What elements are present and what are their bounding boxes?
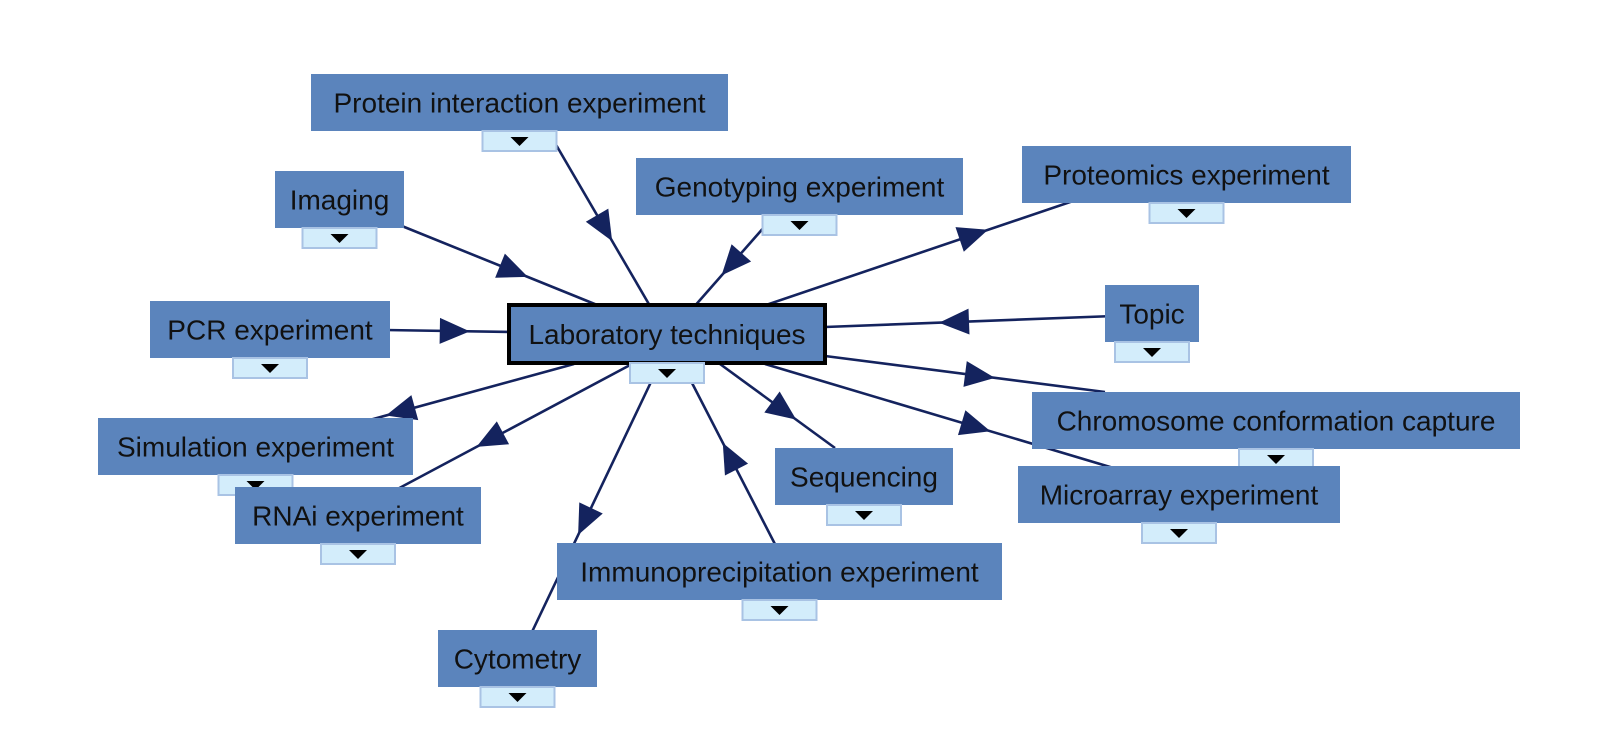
expand-toggle-button[interactable] (481, 130, 558, 152)
expand-toggle-button[interactable] (741, 599, 818, 621)
node-chromosome[interactable]: Chromosome conformation capture (1032, 392, 1520, 470)
edge-lab-to-microarray (764, 362, 1148, 480)
expand-toggle-button[interactable] (629, 362, 705, 384)
arrowhead-icon (722, 442, 749, 476)
expand-toggle-button[interactable] (1114, 341, 1190, 363)
node-label: Genotyping experiment (655, 172, 945, 203)
expand-triangle-icon (246, 481, 265, 490)
node-label: Topic (1119, 299, 1184, 330)
node-box[interactable] (150, 301, 390, 358)
node-lab[interactable]: Laboratory techniques (507, 303, 827, 384)
node-rnai[interactable]: RNAi experiment (235, 487, 481, 565)
node-box[interactable] (1105, 285, 1199, 342)
expand-triangle-icon (855, 511, 873, 520)
expand-toggle-button[interactable] (761, 214, 838, 236)
arrowhead-icon (957, 410, 991, 436)
edge-lab-to-chromosome (824, 354, 1106, 394)
expand-triangle-icon (770, 606, 789, 615)
edge-line (374, 362, 633, 503)
arrowhead-icon (495, 253, 528, 278)
node-protein[interactable]: Protein interaction experiment (311, 74, 728, 152)
edge-topic-to-lab (824, 308, 1115, 335)
node-box[interactable] (98, 418, 413, 475)
node-simulation[interactable]: Simulation experiment (98, 418, 413, 496)
node-imaging[interactable]: Imaging (275, 171, 404, 249)
node-box[interactable] (235, 487, 481, 544)
expand-triangle-icon (1267, 455, 1285, 464)
node-label: Cytometry (454, 644, 582, 675)
node-immuno[interactable]: Immunoprecipitation experiment (557, 543, 1002, 621)
node-pcr[interactable]: PCR experiment (150, 301, 390, 379)
arrowhead-icon (764, 391, 797, 420)
edge-protein-to-lab (546, 130, 652, 307)
expand-triangle-icon (508, 693, 527, 702)
node-cytometry[interactable]: Cytometry (438, 630, 597, 708)
node-label: Proteomics experiment (1043, 160, 1330, 191)
node-label: Chromosome conformation capture (1057, 406, 1496, 437)
node-box[interactable] (311, 74, 728, 131)
node-proteomics[interactable]: Proteomics experiment (1022, 146, 1351, 224)
arrowhead-icon (476, 421, 510, 447)
node-box[interactable] (1018, 466, 1340, 523)
edge-line (824, 354, 1106, 394)
edge-line (824, 314, 1115, 329)
edge-line (764, 362, 1148, 480)
expand-toggle-button[interactable] (1238, 448, 1314, 470)
arrowhead-icon (721, 244, 752, 276)
edge-imaging-to-lab (391, 220, 613, 313)
node-label: RNAi experiment (252, 501, 464, 532)
expand-triangle-icon (1143, 348, 1161, 357)
expand-triangle-icon (1170, 529, 1188, 538)
expand-toggle-button[interactable] (320, 543, 396, 565)
node-label: PCR experiment (167, 315, 373, 346)
expand-triangle-icon (261, 364, 279, 373)
node-box[interactable] (775, 448, 953, 505)
edge-lab-to-cytometry (529, 381, 653, 635)
expand-toggle-button[interactable] (1148, 202, 1225, 224)
expand-triangle-icon (658, 369, 676, 378)
expand-triangle-icon (1177, 209, 1196, 218)
node-box[interactable] (1032, 392, 1520, 449)
arrowhead-icon (385, 395, 419, 421)
node-label: Imaging (290, 185, 390, 216)
nodes-layer: Laboratory techniques Protein interaction… (98, 74, 1520, 708)
node-box[interactable] (438, 630, 597, 687)
node-sequencing[interactable]: Sequencing (775, 448, 953, 526)
node-label: Microarray experiment (1040, 480, 1319, 511)
expand-toggle-button[interactable] (301, 227, 378, 249)
expand-toggle-button[interactable] (1141, 522, 1217, 544)
expand-triangle-icon (330, 234, 349, 243)
node-box[interactable] (636, 158, 963, 215)
edge-immuno-to-lab (689, 380, 780, 551)
arrowhead-icon (578, 502, 603, 536)
node-label: Sequencing (790, 462, 938, 493)
arrowhead-icon (939, 308, 970, 335)
node-genotyping[interactable]: Genotyping experiment (636, 158, 963, 236)
arrowhead-icon (585, 208, 613, 242)
node-microarray[interactable]: Microarray experiment (1018, 466, 1340, 544)
edge-lab-to-rnai (374, 362, 633, 503)
edge-lab-to-sequencing (719, 362, 836, 450)
edge-pcr-to-lab (384, 317, 511, 344)
arrowhead-icon (955, 227, 989, 252)
node-topic[interactable]: Topic (1105, 285, 1199, 363)
arrowhead-icon (439, 317, 470, 344)
expand-triangle-icon (510, 137, 529, 146)
expand-triangle-icon (349, 550, 367, 559)
expand-triangle-icon (790, 221, 809, 230)
expand-toggle-button[interactable] (479, 686, 556, 708)
node-label: Simulation experiment (117, 432, 394, 463)
focused-node-box[interactable] (507, 303, 827, 365)
node-label: Laboratory techniques (528, 319, 805, 350)
node-label: Protein interaction experiment (334, 88, 706, 119)
node-box[interactable] (275, 171, 404, 228)
node-label: Immunoprecipitation experiment (580, 557, 979, 588)
node-box[interactable] (557, 543, 1002, 600)
arrowhead-icon (963, 361, 995, 387)
expand-toggle-button[interactable] (826, 504, 902, 526)
expand-toggle-button[interactable] (232, 357, 308, 379)
node-box[interactable] (1022, 146, 1351, 203)
